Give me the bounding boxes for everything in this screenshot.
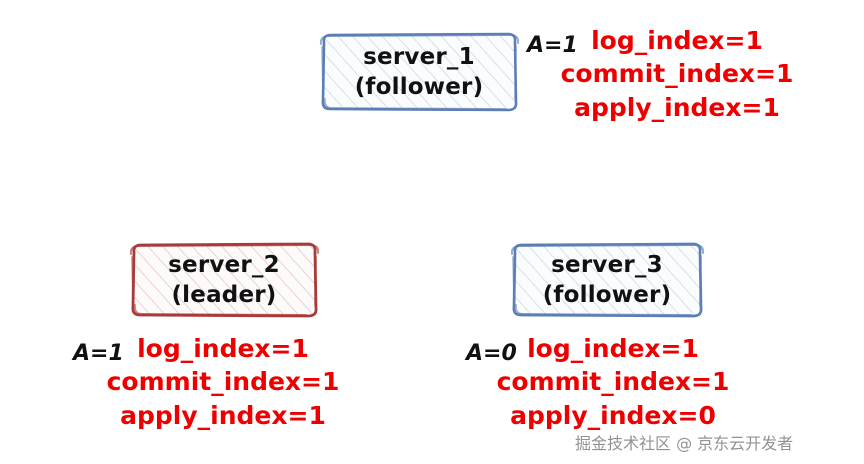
annotation-line-log-index: log_index=1 (137, 334, 309, 363)
annotation-line-apply-index: apply_index=1 (574, 92, 780, 122)
watermark: 掘金技术社区 @ 京东云开发者 (575, 434, 794, 453)
node-server-3-role: (follower) (542, 281, 672, 308)
node-server-2-name: server_2 (168, 252, 280, 279)
annotation-a-label-server-3: A=0 (466, 341, 517, 366)
annotation-line-commit-index: commit_index=1 (560, 59, 794, 89)
annotation-a-label-server-2: A=1 (73, 341, 124, 366)
annotation-line-commit-index: commit_index=1 (496, 367, 730, 397)
node-server-2-shape (129, 242, 320, 318)
node-server-2-role: (leader) (171, 281, 277, 308)
annotation-line-log-index: log_index=1 (591, 26, 763, 55)
node-server-3-name: server_3 (551, 252, 663, 279)
node-server-2-label: server_2 (leader) (126, 239, 322, 321)
annotation-line-commit-index: commit_index=1 (106, 367, 340, 397)
annotation-indices-server-3: log_index=1 commit_index=1 apply_index=0 (488, 332, 738, 432)
node-server-1-label: server_1 (follower) (316, 29, 522, 115)
annotation-indices-server-2: log_index=1 commit_index=1 apply_index=1 (98, 332, 348, 432)
node-server-1-name: server_1 (363, 44, 475, 71)
annotation-a-label-server-1: A=1 (527, 33, 578, 58)
annotation-line-apply-index: apply_index=1 (120, 400, 326, 430)
annotation-line-apply-index: apply_index=0 (510, 400, 716, 430)
node-server-3[interactable]: server_3 (follower) (507, 239, 707, 321)
node-server-3-label: server_3 (follower) (507, 239, 707, 321)
node-server-3-shape (510, 242, 705, 318)
node-server-1-shape (319, 32, 520, 112)
annotation-indices-server-1: log_index=1 commit_index=1 apply_index=1 (552, 24, 802, 124)
node-server-2[interactable]: server_2 (leader) (126, 239, 322, 321)
annotation-line-log-index: log_index=1 (527, 334, 699, 363)
node-server-1[interactable]: server_1 (follower) (316, 29, 522, 115)
node-server-1-role: (follower) (354, 73, 484, 100)
